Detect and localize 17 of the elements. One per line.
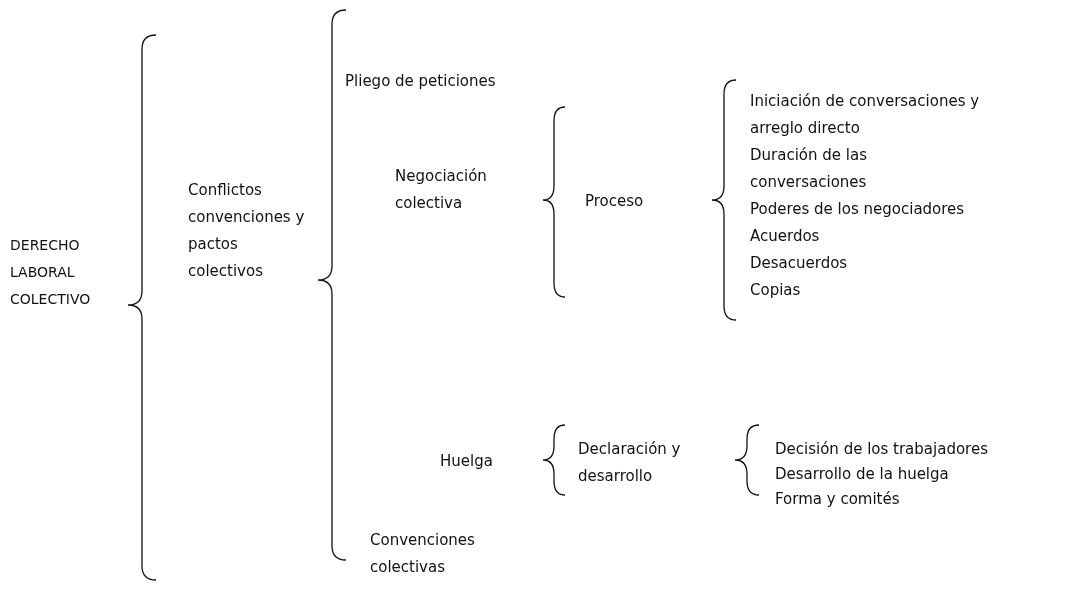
subtopic: Pliego de peticiones — [345, 71, 497, 92]
list-item: Decisión de los trabajadores — [775, 439, 989, 460]
subtopic: Huelga — [440, 451, 494, 472]
subtopic: Negociación colectiva — [395, 166, 488, 214]
subtopic: Declaración y desarrollo — [578, 439, 682, 487]
list-item: Copias — [750, 280, 802, 301]
list-item: Acuerdos — [750, 226, 821, 247]
list-item: Desarrollo de la huelga — [775, 464, 950, 485]
subtopic: Convenciones colectivas — [370, 530, 476, 578]
list-item: Iniciación de conversaciones y arreglo directo — [750, 91, 981, 139]
branch-topic: Conflictos convenciones y pactos colectivos — [188, 180, 306, 282]
list-item: Forma y comités — [775, 489, 901, 510]
list-item: Desacuerdos — [750, 253, 849, 274]
list-item: Poderes de los negociadores — [750, 199, 966, 220]
subtopic: Proceso — [585, 191, 645, 212]
list-item: Duración de las conversaciones — [750, 145, 868, 193]
root-topic: DERECHO LABORAL COLECTIVO — [10, 236, 92, 309]
